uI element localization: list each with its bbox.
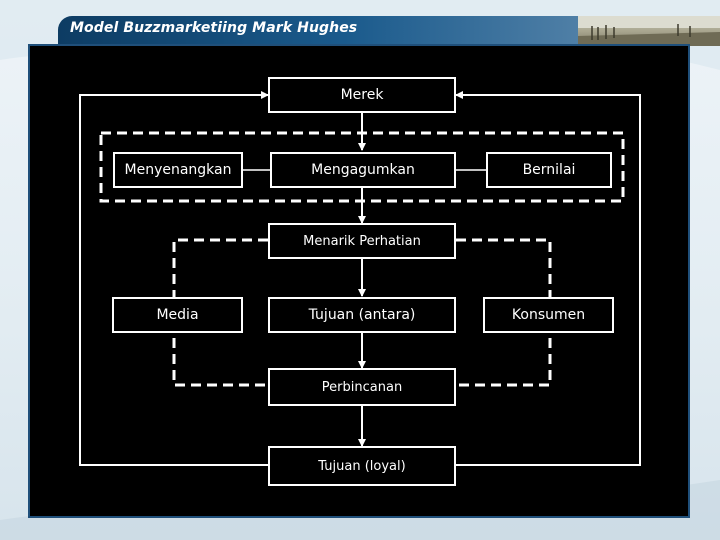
node-perbincanan: Perbincanan	[268, 368, 456, 406]
node-tujuan-loyal: Tujuan (loyal)	[268, 446, 456, 486]
slide-title: Model Buzzmarketiing Mark Hughes	[70, 20, 358, 36]
node-konsumen: Konsumen	[483, 297, 614, 333]
header-photo	[578, 16, 720, 46]
node-menyenangkan: Menyenangkan	[113, 152, 243, 188]
title-bar	[58, 16, 578, 46]
node-mengagumkan: Mengagumkan	[270, 152, 456, 188]
node-merek: Merek	[268, 77, 456, 113]
node-tujuan-antara: Tujuan (antara)	[268, 297, 456, 333]
node-menarik-perhatian: Menarik Perhatian	[268, 223, 456, 259]
feedback-loop-left	[79, 91, 269, 466]
node-bernilai: Bernilai	[486, 152, 612, 188]
node-media: Media	[112, 297, 243, 333]
feedback-loop-right	[455, 91, 641, 466]
